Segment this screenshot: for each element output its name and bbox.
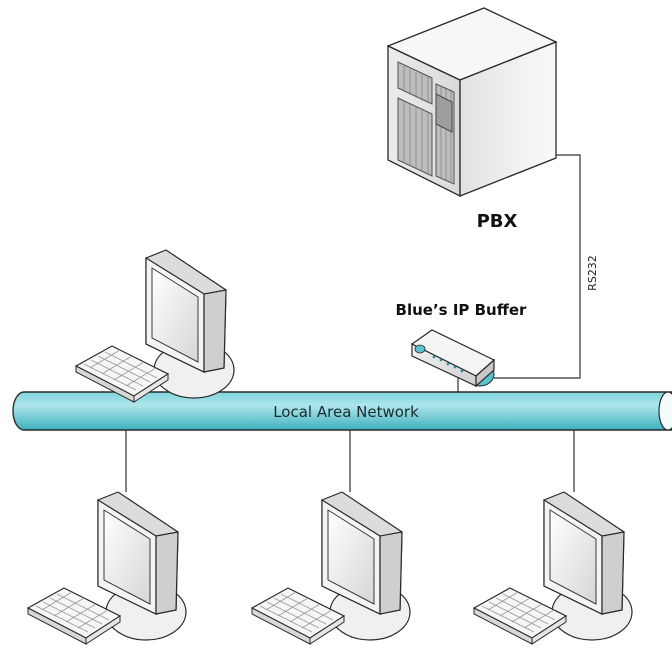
workstation-bottom-right [473,491,633,645]
rs232-cable [494,154,581,379]
rs232-label: RS232 [586,255,599,291]
pbx-server [386,7,558,198]
workstation-bottom-left [27,491,187,645]
lan-bus [12,391,672,431]
lan-label: Local Area Network [273,403,419,421]
pbx-label: PBX [477,211,518,232]
ip-buffer-label: Blue’s IP Buffer [396,301,528,319]
ip-buffer-device [410,329,496,388]
workstation-bottom-center [251,491,411,645]
workstation-top-left [75,249,235,403]
